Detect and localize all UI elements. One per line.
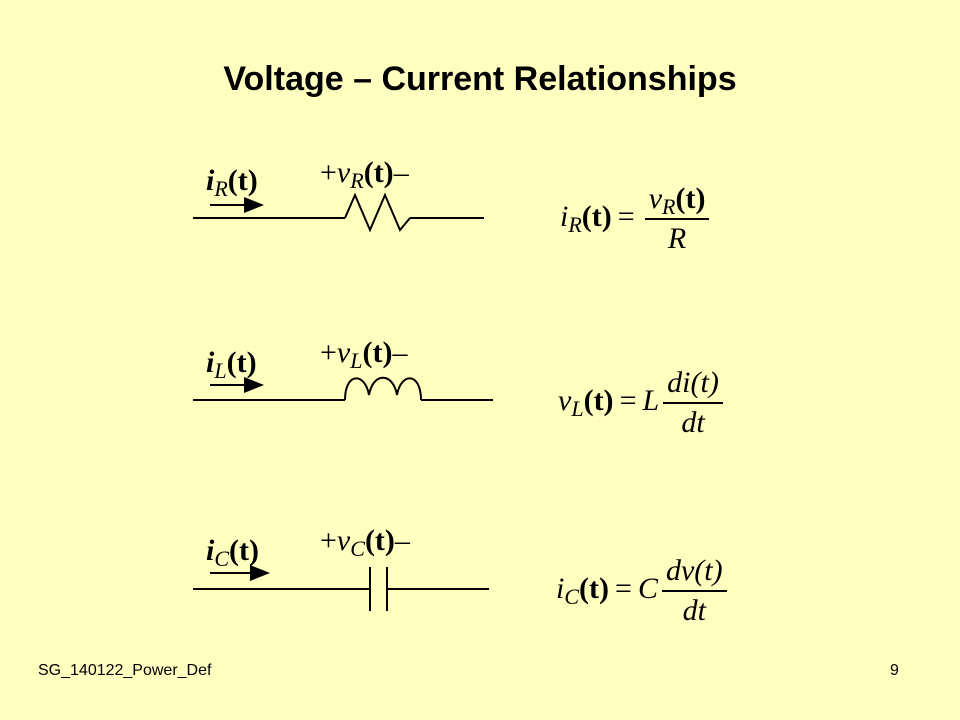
page-number: 9: [890, 662, 899, 679]
resistor-equation: iR(t)=vR(t)R: [560, 184, 710, 254]
capacitor-voltage-label: +vC(t)–: [320, 524, 410, 561]
inductor-symbol: [344, 376, 422, 401]
page-title: Voltage – Current Relationships: [223, 60, 737, 98]
inductor-current-label: iL(t): [206, 346, 257, 383]
resistor-current-label: iR(t): [206, 164, 258, 201]
inductor-voltage-label: +vL(t)–: [320, 336, 408, 373]
capacitor-current-label: iC(t): [206, 534, 260, 571]
footer-filename: SG_140122_Power_Def: [38, 662, 212, 679]
resistor-symbol: [344, 192, 411, 233]
resistor-voltage-label: +vR(t)–: [320, 156, 409, 193]
